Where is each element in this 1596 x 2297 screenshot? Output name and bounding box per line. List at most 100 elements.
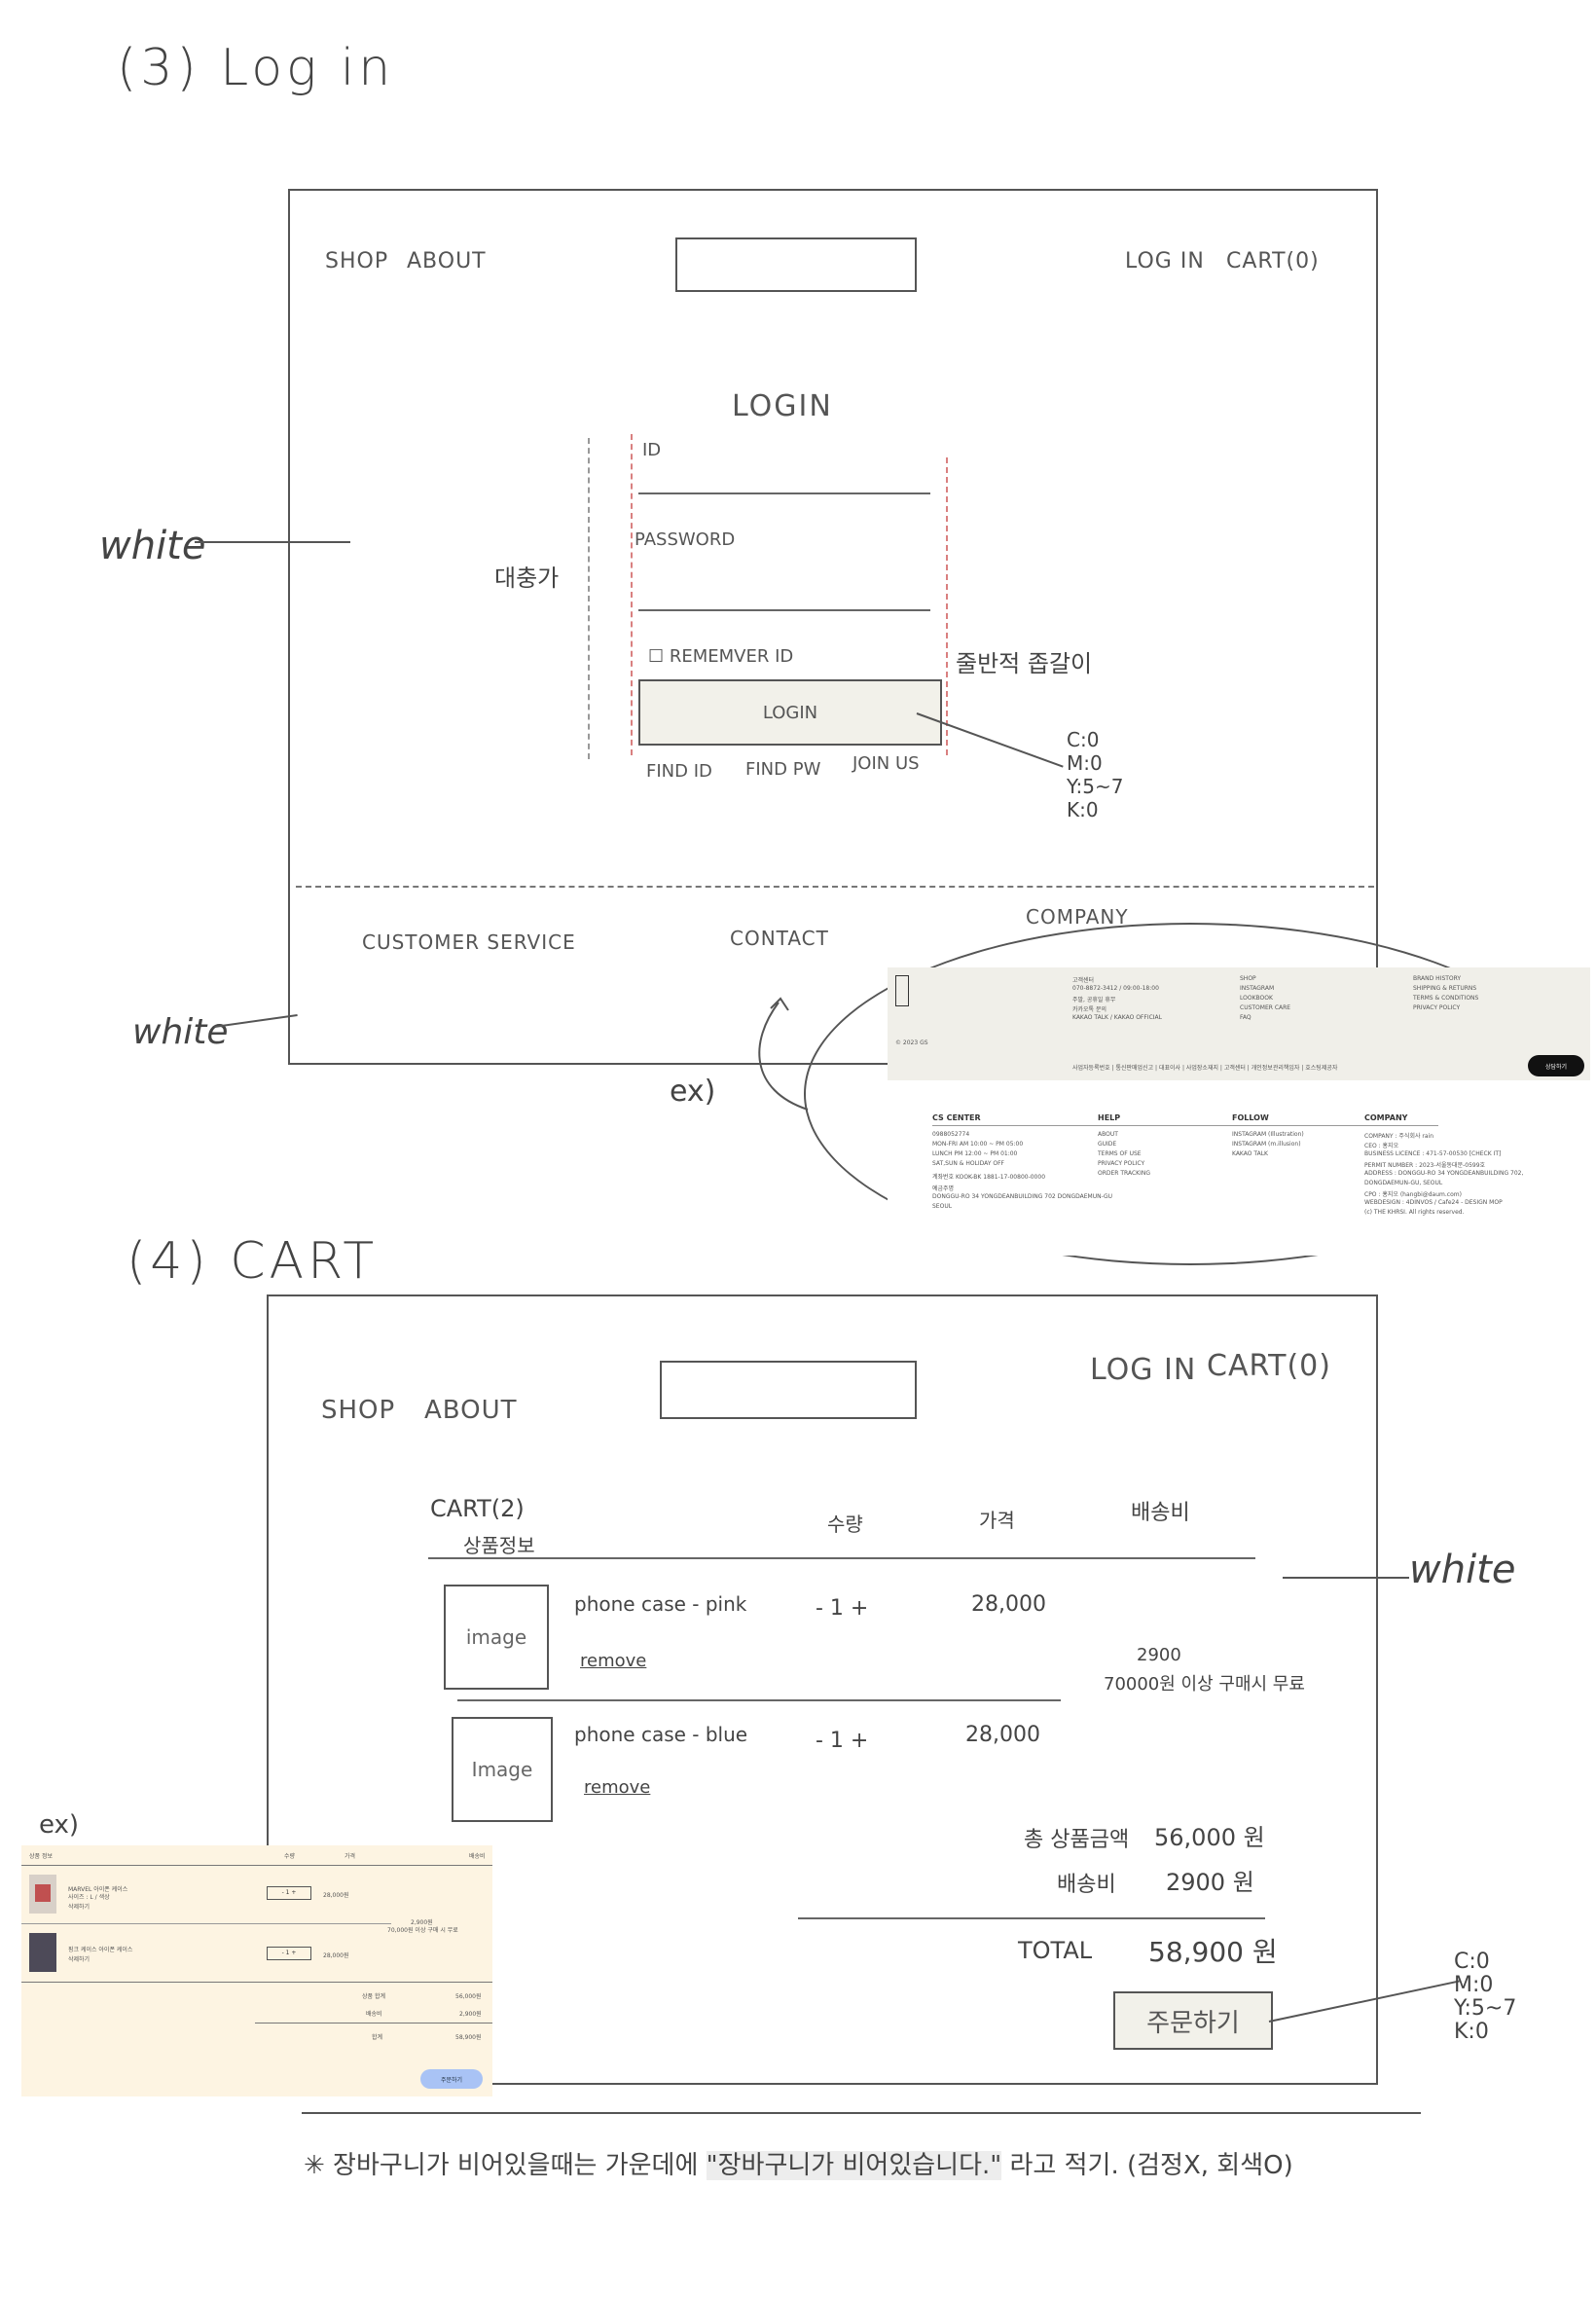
footer-contact[interactable]: CONTACT (730, 927, 829, 950)
cmyk-c: C:0 (1067, 728, 1124, 751)
white-pointer-top (195, 541, 350, 543)
shipping-free-note: 70000원 이상 구매시 무료 (1104, 1670, 1305, 1695)
footer-example-col1-line: 070-8872-3412 / 09:00-18:00 (1072, 985, 1159, 992)
login-button-label: LOGIN (763, 703, 817, 723)
cart-example-qty-stepper[interactable]: - 1 + (267, 1947, 311, 1960)
cmyk-m: M:0 (1067, 751, 1124, 775)
footer-customer-service[interactable]: CUSTOMER SERVICE (362, 930, 576, 954)
footer-example-col2-line: CUSTOMER CARE (1240, 1004, 1290, 1011)
nav-shop-link[interactable]: SHOP (325, 249, 388, 273)
id-input[interactable] (638, 457, 930, 494)
footer-example-company-line: CPO : 홍지오 (hangbi@daum.com) (1364, 1189, 1462, 1198)
cmyk-m: M:0 (1454, 1974, 1516, 1997)
cart-example-thumb (29, 1933, 56, 1972)
login-form-title: LOGIN (732, 389, 833, 423)
cart-nav-shop-link[interactable]: SHOP (321, 1396, 395, 1425)
footer-example-top: 고객센터 070-8872-3412 / 09:00-18:00 주말, 공휴일… (888, 967, 1590, 1054)
footer-example-copyright: © 2023 GS (895, 1039, 928, 1046)
cart-example-rule (21, 1923, 391, 1924)
footer-example-cs-line: MON-FRI AM 10:00 ~ PM 05:00 (932, 1141, 1023, 1148)
ex-label-footer: ex) (670, 1075, 715, 1109)
cart-example-remove[interactable]: 삭제하기 (68, 1902, 90, 1911)
cart-title: CART(2) (430, 1495, 525, 1522)
footer-example-company-line: WEBDESIGN : 4DINVOS / Cafe24 - DESIGN MO… (1364, 1199, 1503, 1206)
cart-example-shipfee-value: 2,900원 (459, 2009, 482, 2018)
footer-example-follow-line[interactable]: INSTAGRAM (m.illusion) (1232, 1141, 1301, 1148)
ex-label-cart: ex) (39, 1810, 79, 1840)
cart-nav-cart-link[interactable]: CART(0) (1207, 1349, 1331, 1383)
cart-example-qty-stepper[interactable]: - 1 + (267, 1886, 311, 1900)
cart-section-title: (4) CART (127, 1232, 378, 1291)
footer-example-chat-button[interactable]: 상담하기 (1528, 1055, 1584, 1076)
cart-example-header: 배송비 (469, 1851, 486, 1860)
total-product-value: 56,000 원 (1154, 1818, 1265, 1852)
cart-example-rule (21, 1982, 492, 1983)
cart-example-thumb (29, 1875, 56, 1914)
totals-rule (798, 1917, 1265, 1919)
footer-example-company-line: ADDRESS : DONGGU-RO 34 YONGDEANBUILDING … (1364, 1170, 1523, 1177)
join-us-link[interactable]: JOIN US (852, 753, 920, 774)
cart-item-image: Image (452, 1717, 553, 1822)
footer-company[interactable]: COMPANY (1026, 905, 1129, 929)
cart-item-quantity-stepper[interactable]: - 1 + (816, 1596, 868, 1621)
cmyk-k: K:0 (1454, 2021, 1516, 2044)
cart-example-rule (21, 1865, 492, 1866)
find-id-link[interactable]: FIND ID (646, 761, 712, 782)
cmyk-cart: C:0 M:0 Y:5~7 K:0 (1454, 1951, 1516, 2044)
footer-example-help-line[interactable]: GUIDE (1098, 1141, 1116, 1148)
nav-cart-link[interactable]: CART(0) (1226, 249, 1320, 273)
footer-example-help-line[interactable]: PRIVACY POLICY (1098, 1160, 1144, 1167)
cart-search-box[interactable] (660, 1361, 917, 1419)
footer-example-col2-line: INSTAGRAM (1240, 985, 1274, 992)
order-button[interactable]: 주문하기 (1113, 1991, 1273, 2050)
footer-example-help-line[interactable]: TERMS OF USE (1098, 1150, 1142, 1157)
footer-example-help-line[interactable]: ORDER TRACKING (1098, 1170, 1150, 1177)
password-label: PASSWORD (635, 529, 735, 550)
cart-example-item-name: 핑크 케이스 아이폰 케이스 (68, 1945, 132, 1953)
column-product-info: 상품정보 (463, 1530, 535, 1558)
cart-item-name: phone case - blue (574, 1723, 747, 1746)
footer-example-col2-line: LOOKBOOK (1240, 995, 1273, 1002)
footer-example-help-line[interactable]: ABOUT (1098, 1131, 1118, 1138)
login-button[interactable]: LOGIN (638, 679, 942, 746)
footer-example-follow-line[interactable]: KAKAO TALK (1232, 1150, 1268, 1157)
footer-example-company-line: BUSINESS LICENCE : 471-57-00530 [CHECK I… (1364, 1150, 1501, 1157)
footer-example-col1-line: 주말, 공휴일 휴무 (1072, 995, 1115, 1003)
password-input[interactable] (638, 555, 930, 611)
cart-example-order-button[interactable]: 주문하기 (420, 2069, 483, 2089)
shipping-value: 2900 원 (1166, 1863, 1254, 1897)
footer-example-cs-line: 예금주명 (932, 1184, 954, 1192)
cart-example-remove[interactable]: 삭제하기 (68, 1954, 90, 1963)
cmyk-k: K:0 (1067, 798, 1124, 821)
footer-example-cs-line: LUNCH PM 12:00 ~ PM 01:00 (932, 1150, 1017, 1157)
cart-header-rule (428, 1557, 1255, 1559)
footer-divider (296, 886, 1374, 888)
empty-cart-footnote: ✳ 장바구니가 비어있을때는 가운데에 "장바구니가 비어있습니다." 라고 적… (304, 2145, 1293, 2181)
cart-item-remove-link[interactable]: remove (580, 1651, 646, 1671)
footer-example-logo (895, 975, 909, 1006)
grand-total-value: 58,900 원 (1148, 1931, 1278, 1970)
cmyk-login: C:0 M:0 Y:5~7 K:0 (1067, 728, 1124, 821)
footer-example-company-line: PERMIT NUMBER : 2023-서울동대문-0599호 (1364, 1160, 1485, 1169)
white-label-top: white (99, 524, 205, 568)
column-price: 가격 (979, 1505, 1015, 1533)
cart-nav-about-link[interactable]: ABOUT (424, 1396, 518, 1425)
cart-nav-login-link[interactable]: LOG IN (1090, 1353, 1196, 1387)
nav-login-link[interactable]: LOG IN (1125, 249, 1205, 273)
footer-example-follow-line[interactable]: INSTAGRAM (Illustration) (1232, 1131, 1304, 1138)
login-section-title: (3) Log in (117, 39, 394, 97)
footer-example-col2-line: FAQ (1240, 1014, 1251, 1021)
nav-about-link[interactable]: ABOUT (407, 249, 487, 273)
cart-item-remove-link[interactable]: remove (584, 1777, 650, 1798)
footer-example-cs-line: SEOUL (932, 1203, 952, 1210)
cart-example-rule (255, 2023, 492, 2024)
search-box[interactable] (675, 237, 917, 292)
cart-example-screenshot: 상품 정보 수량 가격 배송비 MARVEL 아이폰 케이스 사이즈 : L /… (21, 1845, 492, 2096)
cart-item-quantity-stepper[interactable]: - 1 + (816, 1729, 868, 1753)
cart-example-item-option: 사이즈 : L / 색상 (68, 1892, 110, 1901)
column-quantity: 수량 (827, 1509, 863, 1537)
find-pw-link[interactable]: FIND PW (745, 759, 820, 780)
remember-id-checkbox[interactable]: ☐ REMEMVER ID (648, 646, 793, 667)
cmyk-c: C:0 (1454, 1951, 1516, 1974)
cart-example-total-label: 합계 (372, 2032, 382, 2041)
